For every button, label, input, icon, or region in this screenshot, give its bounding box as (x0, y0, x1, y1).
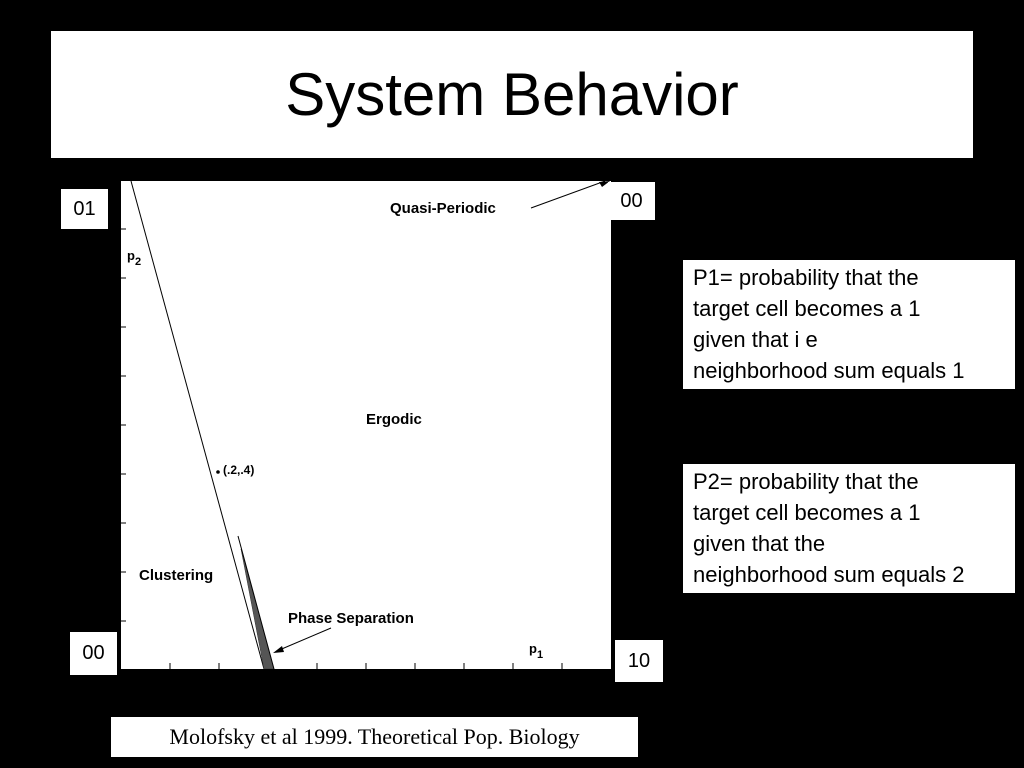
quasi-periodic-arrow (530, 181, 606, 209)
p2-axis-label: p2 (127, 248, 141, 268)
corner-label-top-left: 01 (61, 189, 108, 229)
p1-definition-line-2: target cell becomes a 1 (693, 296, 921, 321)
phase-separation-edge (237, 535, 275, 669)
point-marker (216, 470, 220, 474)
quasi-periodic-arrowhead (599, 181, 610, 187)
p2-definition-box: P2= probability that the target cell bec… (683, 464, 1015, 593)
phase-separation-arrowhead (273, 646, 284, 653)
quasi-periodic-label: Quasi-Periodic (390, 200, 496, 217)
p1-subscript: 1 (537, 649, 543, 661)
phase-separation-label: Phase Separation (288, 610, 414, 627)
p2-definition-line-3: given that the (693, 531, 826, 556)
boundary-line (130, 181, 265, 669)
left-axis-ticks (121, 228, 126, 622)
title-box: System Behavior (51, 31, 973, 158)
p2-subscript: 2 (135, 256, 141, 268)
p2-definition-line-1: P2= probability that the (693, 469, 919, 494)
point-label: (.2,.4) (223, 463, 254, 477)
citation: Molofsky et al 1999. Theoretical Pop. Bi… (111, 717, 638, 757)
ergodic-label: Ergodic (366, 411, 422, 428)
phase-diagram: Quasi-Periodic Ergodic Clustering Phase … (121, 181, 611, 669)
p1-definition-line-3: given that i e (693, 327, 818, 352)
p1-definition-line-1: P1= probability that the (693, 265, 919, 290)
bottom-axis-ticks (169, 663, 563, 669)
p2-letter: p (127, 248, 135, 263)
p2-definition-line-4: neighborhood sum equals 2 (693, 562, 965, 587)
p1-definition-box: P1= probability that the target cell bec… (683, 260, 1015, 389)
corner-label-top-right: 00 (608, 182, 655, 220)
p2-definition-line-2: target cell becomes a 1 (693, 500, 921, 525)
p1-axis-label: p1 (529, 641, 543, 661)
phase-diagram-svg: Quasi-Periodic Ergodic Clustering Phase … (121, 181, 610, 669)
phase-separation-arrow (276, 627, 332, 652)
p1-letter: p (529, 641, 537, 656)
p1-definition-line-4: neighborhood sum equals 1 (693, 358, 965, 383)
corner-label-bottom-left: 00 (70, 632, 117, 675)
slide-title: System Behavior (285, 61, 739, 128)
clustering-label: Clustering (139, 567, 213, 584)
corner-label-bottom-right: 10 (615, 640, 663, 682)
